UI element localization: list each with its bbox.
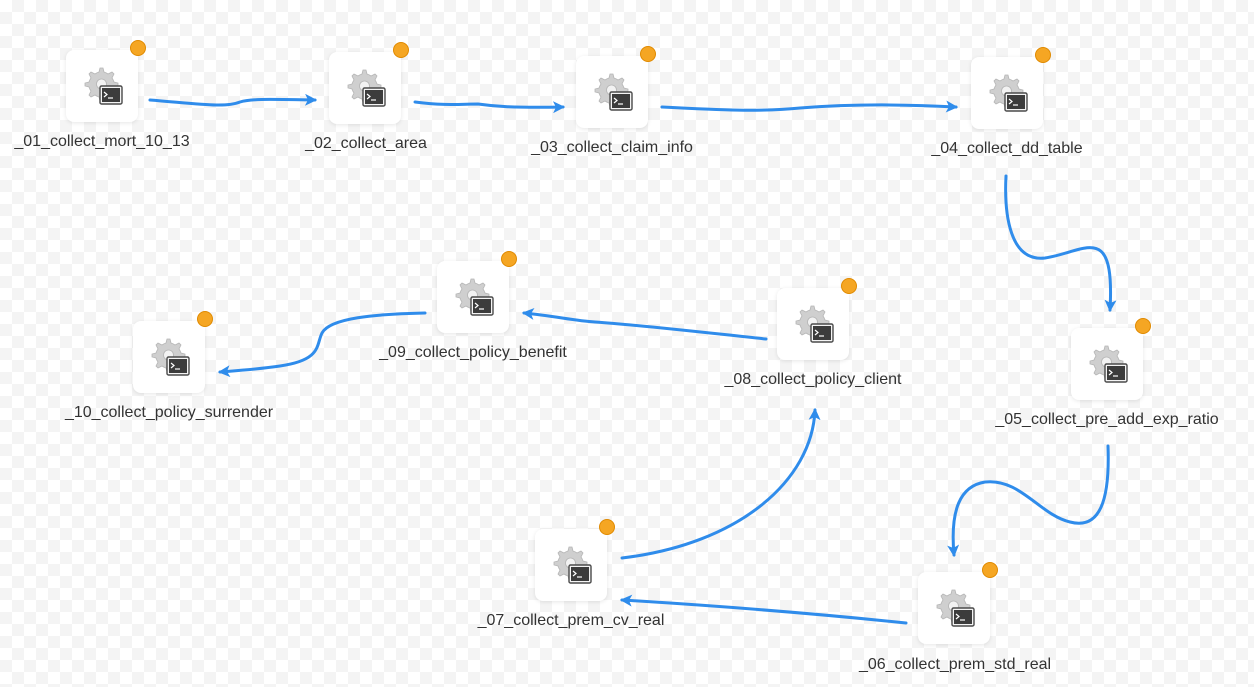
task-node-label: _05_collect_pre_add_exp_ratio: [995, 411, 1219, 428]
status-dot: [1135, 318, 1151, 334]
edge-n02-to-n03[interactable]: [413, 100, 565, 114]
task-node-05[interactable]: [1071, 318, 1151, 400]
edge-n04-to-n05[interactable]: [1004, 174, 1117, 312]
task-node-08[interactable]: [777, 278, 857, 360]
edge-n08-to-n09[interactable]: [522, 307, 768, 341]
task-node-box[interactable]: [918, 572, 990, 644]
task-node-box[interactable]: [576, 56, 648, 128]
task-node-03[interactable]: [576, 46, 656, 128]
script-gear-icon: [989, 74, 1028, 112]
status-dot: [393, 42, 409, 58]
task-node-02[interactable]: [329, 42, 409, 124]
edge-n05-to-n06[interactable]: [947, 444, 1110, 557]
status-dot: [1035, 47, 1051, 63]
task-node-box[interactable]: [66, 50, 138, 122]
edge-n07-to-n08[interactable]: [620, 408, 821, 560]
task-node-box[interactable]: [329, 52, 401, 124]
script-gear-icon: [936, 589, 975, 627]
task-node-label: _07_collect_prem_cv_real: [477, 612, 665, 629]
task-node-box[interactable]: [437, 261, 509, 333]
script-gear-icon: [553, 546, 592, 584]
task-node-01[interactable]: [66, 40, 146, 122]
script-gear-icon: [347, 69, 386, 107]
status-dot: [197, 311, 213, 327]
task-node-label: _09_collect_policy_benefit: [379, 344, 567, 361]
task-node-box[interactable]: [133, 321, 205, 393]
status-dot: [599, 519, 615, 535]
script-gear-icon: [795, 305, 834, 343]
task-node-box[interactable]: [971, 57, 1043, 129]
task-node-box[interactable]: [777, 288, 849, 360]
task-node-label: _10_collect_policy_surrender: [64, 404, 274, 421]
task-node-label: _08_collect_policy_client: [724, 371, 902, 388]
script-gear-icon: [1089, 345, 1128, 383]
task-node-10[interactable]: [133, 311, 213, 393]
task-node-label: _01_collect_mort_10_13: [14, 133, 190, 150]
script-gear-icon: [455, 278, 494, 316]
task-node-label: _03_collect_claim_info: [531, 139, 693, 156]
task-node-09[interactable]: [437, 251, 517, 333]
status-dot: [501, 251, 517, 267]
status-dot: [841, 278, 857, 294]
status-dot: [640, 46, 656, 62]
task-node-box[interactable]: [1071, 328, 1143, 400]
task-node-box[interactable]: [535, 529, 607, 601]
edge-n03-to-n04[interactable]: [660, 100, 958, 113]
status-dot: [982, 562, 998, 578]
script-gear-icon: [594, 73, 633, 111]
script-gear-icon: [84, 67, 123, 105]
task-node-07[interactable]: [535, 519, 615, 601]
status-dot: [130, 40, 146, 56]
task-node-04[interactable]: [971, 47, 1051, 129]
task-node-label: _04_collect_dd_table: [931, 140, 1083, 157]
edge-n01-to-n02[interactable]: [148, 93, 317, 107]
edge-n09-to-n10[interactable]: [218, 311, 427, 378]
script-gear-icon: [151, 338, 190, 376]
task-node-06[interactable]: [918, 562, 998, 644]
task-node-label: _02_collect_area: [305, 135, 427, 152]
task-node-label: _06_collect_prem_std_real: [858, 656, 1052, 673]
